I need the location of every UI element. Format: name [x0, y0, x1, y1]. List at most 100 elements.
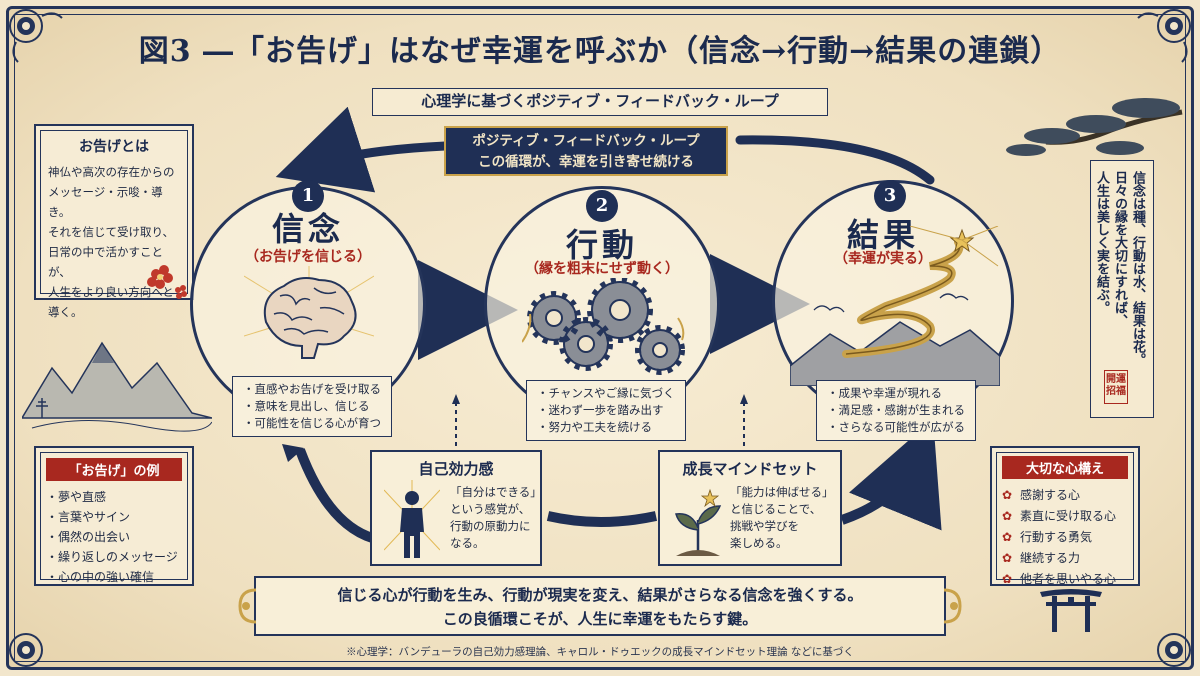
dashed-arrowhead-icon — [740, 394, 748, 404]
text-line: 「自分はできる」 — [450, 485, 542, 499]
otsuge-examples-title: 「お告げ」の例 — [46, 458, 182, 481]
list-item: 意味を見出し、信じる — [243, 398, 381, 415]
growth-mindset-title: 成長マインドセット — [682, 460, 818, 478]
loop-banner: ポジティブ・フィードバック・ループ この循環が、幸運を引き寄せ続ける — [444, 126, 728, 176]
gears-icon — [522, 278, 685, 375]
corner-ornament-icon — [1157, 633, 1191, 667]
text-line: 挑戦や学びを — [730, 519, 799, 533]
bottom-arc-right — [840, 418, 942, 531]
text-line: と信じることで、 — [730, 502, 822, 516]
top-arc-left — [275, 106, 446, 193]
list-item: 言葉やサイン — [46, 507, 182, 527]
stage-2-subtitle: （縁を粗末にせず動く） — [525, 261, 679, 277]
text-line: 楽しめる。 — [730, 536, 788, 550]
sprout-icon — [675, 488, 722, 556]
conclusion-line-2: この良循環こそが、人生に幸運をもたらす鍵。 — [442, 610, 758, 628]
proverb-line-2: 日々の縁を大切にすれば、 — [1112, 171, 1127, 327]
def-line: メッセージ・示唆・導き。 — [48, 185, 163, 219]
mindset-list: 感謝する心 素直に受け取る心 行動する勇気 継続する力 他者を思いやる心 — [1002, 485, 1128, 590]
scroll-ornament-left-icon — [238, 588, 257, 624]
list-item: 素直に受け取る心 — [1002, 506, 1128, 527]
corner-ornament-icon — [1137, 9, 1191, 63]
def-line: それを信じて受け取り、 — [48, 225, 175, 239]
proverb-scroll: 信念は種、行動は水、結果は花。 日々の縁を大切にすれば、 人生は美しく実を結ぶ。 — [1090, 160, 1154, 418]
loop-banner-line1: ポジティブ・フィードバック・ループ — [472, 133, 700, 149]
bottom-arc-left — [295, 448, 382, 545]
brain-icon — [244, 266, 374, 359]
list-item: 継続する力 — [1002, 548, 1128, 569]
bottom-arc-arrowhead-icon — [282, 444, 304, 462]
seal-stamp: 開運 招福 — [1104, 370, 1128, 404]
loop-banner-line2: この循環が、幸運を引き寄せ続ける — [478, 154, 694, 170]
mindset-box: 大切な心構え 感謝する心 素直に受け取る心 行動する勇気 継続する力 他者を思い… — [990, 446, 1140, 590]
stage-2-points: チャンスやご縁に気づく 迷わず一歩を踏み出す 努力や工夫を続ける — [526, 380, 686, 441]
stage-1-points: 直感やお告げを受け取る 意味を見出し、信じる 可能性を信じる心が育つ — [232, 376, 392, 437]
stage-3-title: 結果 — [846, 216, 919, 254]
stage-3-number: 3 — [874, 180, 906, 212]
self-efficacy-text: 「自分はできる」 という感覚が、 行動の原動力に なる。 — [450, 484, 542, 552]
growth-mindset-box: 成長マインドセット 「能力は伸ばせる」 と信じることで、 挑戦や学びを 楽しめる… — [658, 450, 842, 566]
list-item: 夢や直感 — [46, 487, 182, 507]
footnote: ※心理学：バンデューラの自己効力感理論、キャロル・ドゥエックの成長マインドセット… — [346, 646, 854, 658]
list-item: 繰り返しのメッセージ — [46, 547, 182, 567]
list-item: 行動する勇気 — [1002, 527, 1128, 548]
mindset-title: 大切な心構え — [1002, 456, 1128, 479]
def-line: 導く。 — [48, 305, 83, 319]
subtitle: 心理学に基づくポジティブ・フィードバック・ループ — [372, 88, 828, 116]
list-item: さらなる可能性が広がる — [827, 419, 966, 436]
list-item: 他者を思いやる心 — [1002, 569, 1128, 590]
conclusion-line-1: 信じる心が行動を生み、行動が現実を変え、結果がさらなる信念を強くする。 — [337, 586, 863, 604]
otsuge-definition-title: お告げとは — [79, 139, 149, 155]
page-title: 図3 ―「お告げ」はなぜ幸運を呼ぶか（信念→行動→結果の連鎖） — [138, 34, 1062, 69]
torii-gate-icon — [1040, 589, 1102, 632]
person-icon — [384, 480, 440, 558]
text-line: という感覚が、 — [450, 502, 531, 516]
self-efficacy-title: 自己効力感 — [418, 460, 494, 478]
otsuge-definition-text: 神仏や高次の存在からの メッセージ・示唆・導き。 それを信じて受け取り、 日常の… — [48, 162, 180, 322]
list-item: 成果や幸運が現れる — [827, 385, 965, 402]
def-line: 神仏や高次の存在からの — [48, 165, 175, 179]
stage-1-title: 信念 — [271, 210, 344, 248]
bottom-arc-middle — [546, 511, 658, 527]
seal-line: 開運 — [1106, 374, 1126, 385]
list-item: 感謝する心 — [1002, 485, 1128, 506]
corner-ornament-icon — [9, 9, 63, 63]
stage-3-subtitle: （幸運が実る） — [834, 251, 932, 267]
def-line: 日常の中で活かすことが、 — [48, 245, 163, 279]
list-item: チャンスやご縁に気づく — [537, 385, 675, 402]
proverb-line-3: 人生は美しく実を結ぶ。 — [1094, 171, 1109, 314]
proverb-line-1: 信念は種、行動は水、結果は花。 — [1130, 171, 1145, 366]
inner-frame — [14, 14, 1186, 662]
list-item: 心の中の強い確信 — [46, 567, 182, 587]
stage-2-title: 行動 — [565, 226, 638, 264]
text-line: なる。 — [450, 536, 485, 550]
list-item: 満足感・感謝が生まれる — [827, 402, 966, 419]
pine-tree-icon — [1006, 98, 1183, 156]
def-line: 人生をより良い方向へと — [48, 285, 174, 299]
text-line: 「能力は伸ばせる」 — [730, 485, 834, 499]
list-item: 偶然の出会い — [46, 527, 182, 547]
list-item: 直感やお告げを受け取る — [243, 381, 382, 398]
self-efficacy-box: 自己効力感 「自分はできる」 という感覚が、 行動の原動力に なる。 — [370, 450, 542, 566]
conclusion-banner: 信じる心が行動を生み、行動が現実を変え、結果がさらなる信念を強くする。 この良循… — [254, 576, 946, 636]
seal-line: 招福 — [1106, 386, 1126, 397]
golden-path-icon — [790, 226, 1000, 386]
otsuge-examples-box: 「お告げ」の例 夢や直感 言葉やサイン 偶然の出会い 繰り返しのメッセージ 心の… — [34, 446, 194, 586]
otsuge-examples-list: 夢や直感 言葉やサイン 偶然の出会い 繰り返しのメッセージ 心の中の強い確信 — [46, 487, 182, 587]
list-item: 努力や工夫を続ける — [537, 419, 675, 436]
text-line: 行動の原動力に — [450, 519, 531, 533]
stage-2-number: 2 — [586, 190, 618, 222]
dashed-arrowhead-icon — [452, 394, 460, 404]
stage-1-number: 1 — [292, 180, 324, 212]
growth-mindset-text: 「能力は伸ばせる」 と信じることで、 挑戦や学びを 楽しめる。 — [730, 484, 840, 552]
mountain-landscape-icon — [22, 341, 212, 432]
plum-blossom-icon — [147, 265, 187, 299]
list-item: 迷わず一歩を踏み出す — [537, 402, 675, 419]
corner-ornament-icon — [9, 633, 43, 667]
scroll-ornament-right-icon — [943, 588, 962, 624]
stage-1-subtitle: （お告げを信じる） — [245, 249, 371, 265]
top-arc-right — [735, 135, 935, 185]
stage-3-points: 成果や幸運が現れる 満足感・感謝が生まれる さらなる可能性が広がる — [816, 380, 976, 441]
list-item: 可能性を信じる心が育つ — [243, 415, 382, 432]
